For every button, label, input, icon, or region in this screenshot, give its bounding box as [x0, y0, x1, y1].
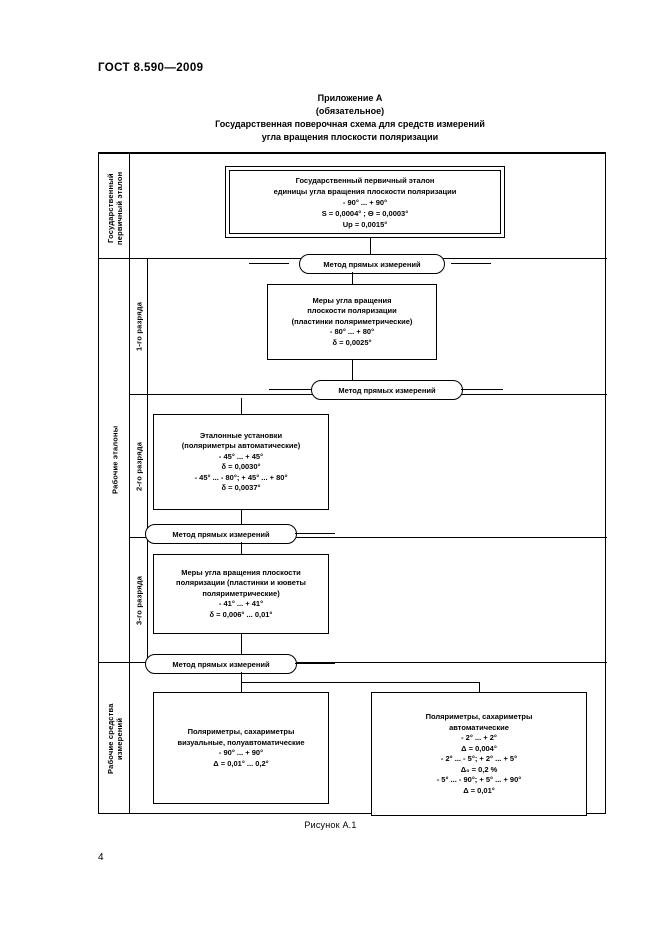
means-right-line-3: - 2° ... + 2°	[461, 733, 497, 742]
method-oval-1: Метод прямых измерений	[299, 254, 445, 274]
means-right-line-1: Поляриметры, сахариметры	[425, 712, 533, 721]
rank-label-2: 2-го разряда	[134, 441, 144, 491]
appendix-title-line-1: Приложение А	[317, 93, 383, 103]
rank1-line-2: плоскости поляризации	[307, 306, 397, 316]
figure-caption: Рисунок А.1	[304, 820, 357, 830]
band-label-working-standards: Рабочие эталоны	[110, 425, 120, 495]
rank1-line-1: Меры угла вращения	[312, 295, 392, 305]
band-label-working-means: Рабочие средства измерений	[106, 703, 124, 775]
connector-method2-left	[269, 389, 311, 390]
connector-method1-left	[249, 263, 289, 264]
box-primary-standard: Государственный первичный эталон единицы…	[225, 166, 505, 238]
primary-line-4: S = 0,0004° ; Θ = 0,0003°	[321, 208, 409, 218]
band-separator-2	[99, 662, 607, 663]
primary-line-2: единицы угла вращения плоскости поляриза…	[273, 186, 457, 196]
rank3-line-1: Меры угла вращения плоскости	[181, 567, 301, 577]
primary-line-1: Государственный первичный эталон	[295, 175, 435, 185]
rank-label-1: 1-го разряда	[134, 301, 144, 351]
means-right-line-6: Δ₀ = 0,2 %	[460, 764, 498, 774]
rank1-line-3: (пластинки поляриметрические)	[291, 316, 413, 326]
connector-bottom-branch	[241, 682, 479, 683]
rank2-line-1: Эталонные установки	[199, 430, 283, 440]
rank2-line-3: - 45° ... + 45°	[218, 451, 264, 461]
connector-to-means-right	[479, 682, 480, 692]
box-rank3-measures: Меры угла вращения плоскости поляризации…	[153, 554, 329, 634]
appendix-title-line-4: угла вращения плоскости поляризации	[261, 132, 439, 142]
rank3-line-4: - 41° ... + 41°	[218, 599, 264, 609]
method-oval-2: Метод прямых измерений	[311, 380, 463, 400]
rank3-line-3: поляриметрические)	[202, 588, 280, 598]
connector-rank3-to-method4	[241, 634, 242, 654]
means-left-line-1: Поляриметры, сахариметры	[187, 727, 295, 736]
connector-method1-right	[451, 263, 491, 264]
connector-primary-to-method1	[370, 238, 371, 254]
connector-method4-right	[295, 663, 335, 664]
method-oval-4: Метод прямых измерений	[145, 654, 297, 674]
connector-to-means-left	[241, 682, 242, 692]
band-label-primary-standard: Государственный первичный эталон	[106, 171, 124, 245]
means-right-line-7: - 5° ... - 90°; + 5° ... + 90°	[436, 775, 522, 784]
rank2-line-6: δ = 0,0037°	[221, 483, 261, 492]
primary-line-3: - 90° ... + 90°	[342, 197, 388, 207]
appendix-title-block: Приложение А (обязательное) Государствен…	[150, 92, 550, 144]
box-rank1-measures: Меры угла вращения плоскости поляризации…	[267, 284, 437, 360]
rank2-line-4: δ = 0,0030°	[221, 462, 261, 471]
means-right-line-5: - 2° ... - 5°; + 2° ... + 5°	[440, 754, 518, 763]
primary-line-5: Uр = 0,0015°	[342, 219, 388, 229]
title-divider	[98, 152, 606, 154]
box-working-means-left: Поляриметры, сахариметры визуальные, пол…	[153, 692, 329, 804]
rank-label-rail	[147, 258, 148, 662]
rank-label-3: 3-го разряда	[134, 575, 144, 625]
rank1-line-5: δ = 0,0025°	[332, 337, 372, 347]
appendix-title-line-2: (обязательное)	[315, 106, 385, 116]
connector-method2-right	[461, 389, 503, 390]
connector-method4-stem	[241, 672, 242, 682]
connector-method1-to-rank1	[352, 272, 353, 284]
band-label-rail	[129, 154, 130, 814]
means-left-line-2: визуальные, полуавтоматические	[177, 737, 305, 747]
means-right-line-2: автоматические	[449, 722, 509, 732]
rank1-line-4: - 80° ... + 80°	[329, 327, 375, 337]
connector-method3-right	[295, 533, 335, 534]
connector-rank1-to-method2	[352, 360, 353, 380]
appendix-title-line-3: Государственная поверочная схема для сре…	[215, 119, 485, 129]
means-right-line-4: Δ = 0,004°	[461, 743, 497, 753]
connector-method2-to-rank2	[241, 398, 242, 414]
rank3-line-5: δ = 0,006° ... 0,01°	[209, 609, 273, 619]
rank-separator-2	[129, 537, 607, 538]
means-right-line-8: Δ = 0,01°	[463, 785, 495, 795]
verification-scheme-diagram: Государственный первичный эталон Рабочие…	[98, 154, 607, 816]
connector-rank2-to-method3	[241, 510, 242, 524]
box-working-means-right: Поляриметры, сахариметры автоматические …	[371, 692, 587, 816]
connector-method3-to-rank3	[241, 542, 242, 554]
means-left-line-3: - 90° ... + 90°	[218, 748, 264, 757]
rank2-line-5: - 45° ... - 80°; + 45° ... + 80°	[194, 472, 288, 482]
method-oval-3: Метод прямых измерений	[145, 524, 297, 544]
standard-header: ГОСТ 8.590—2009	[98, 62, 204, 74]
rank3-line-2: поляризации (пластинки и кюветы	[176, 578, 306, 588]
rank2-line-2: (поляриметры автоматические)	[181, 441, 301, 450]
means-left-line-4: Δ = 0,01° ... 0,2°	[213, 758, 269, 768]
box-rank2-reference-setups: Эталонные установки (поляриметры автомат…	[153, 414, 329, 510]
page-number: 4	[98, 852, 104, 863]
